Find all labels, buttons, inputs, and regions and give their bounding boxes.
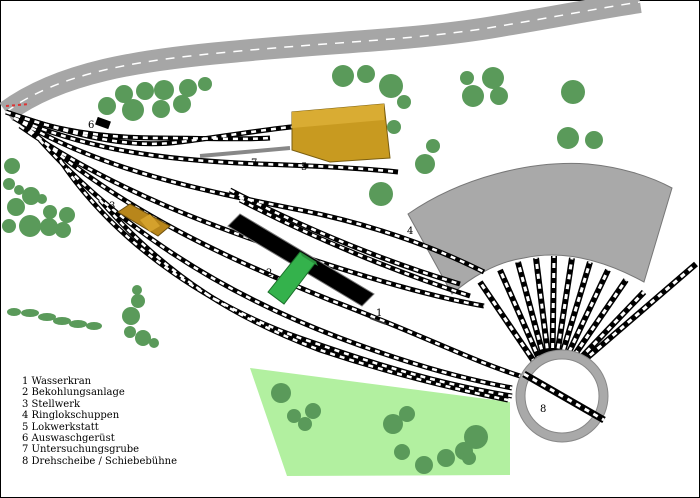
legend-item: 7 Untersuchungsgrube: [22, 444, 140, 456]
water-crane-1: [369, 317, 387, 325]
legend-item: 1 Wasserkran: [22, 376, 92, 387]
tracks: [5, 109, 521, 403]
label-5: 5: [301, 162, 307, 173]
meadow: [250, 368, 510, 476]
legend-item: 2 Bekohlungsanlage: [22, 387, 125, 399]
legend-item: 5 Lokwerkstatt: [22, 421, 99, 433]
legend-item: 6 Auswaschgerüst: [22, 433, 115, 445]
legend-item: 4 Ringlokschuppen: [22, 410, 120, 422]
label-1: 1: [376, 308, 382, 319]
turntable-8: [515, 349, 609, 443]
trees: [2, 65, 603, 348]
coaling-crane-2: [267, 251, 318, 305]
legend-item: 3 Stellwerk: [22, 398, 81, 410]
washing-stand-6: [95, 116, 111, 130]
legend: 1 Wasserkran 2 Bekohlungsanlage 3 Stellw…: [22, 376, 177, 467]
label-6: 6: [88, 120, 94, 131]
label-2: 2: [266, 268, 272, 279]
road: [0, 0, 642, 121]
legend-item: 8 Drehscheibe / Schiebebühne: [22, 455, 177, 467]
signal-box-3: [117, 203, 171, 237]
label-7: 7: [251, 158, 257, 169]
label-8: 8: [540, 404, 546, 415]
roundhouse-4: [407, 162, 673, 295]
workshop-5: [291, 103, 391, 163]
label-4: 4: [407, 226, 413, 237]
label-3: 3: [109, 201, 115, 212]
